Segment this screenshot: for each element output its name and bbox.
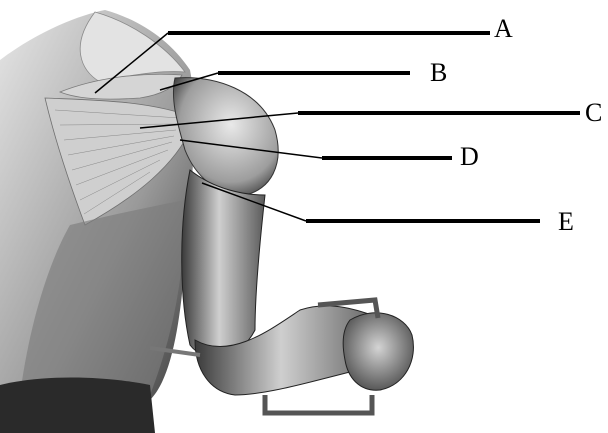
label-d: D [460, 144, 479, 170]
label-e: E [558, 209, 574, 235]
upper-arm [182, 170, 265, 357]
fist [343, 313, 413, 390]
label-b: B [430, 60, 447, 86]
label-a: A [494, 16, 513, 42]
waistband [0, 378, 155, 433]
label-c: C [585, 100, 602, 126]
